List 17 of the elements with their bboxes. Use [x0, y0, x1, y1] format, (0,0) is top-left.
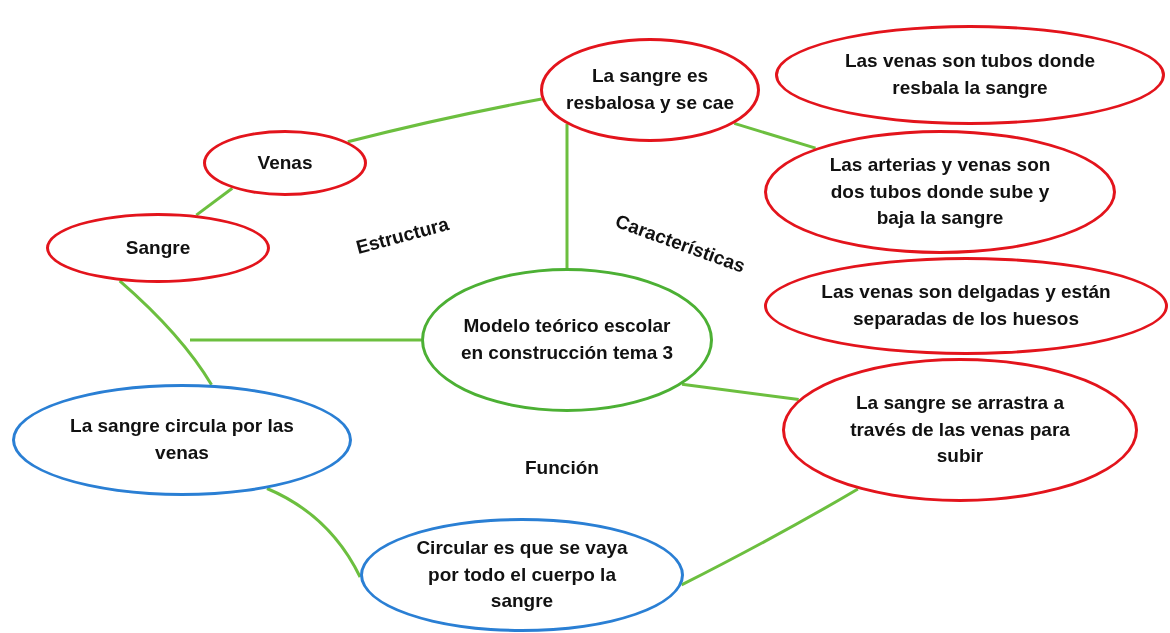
connector-line	[733, 122, 816, 150]
concept-text: Venas	[257, 150, 313, 175]
concept-text: Sangre	[125, 235, 191, 260]
connector-line	[190, 338, 421, 342]
connector-line	[681, 382, 799, 402]
connector-line	[347, 97, 542, 144]
concept-text: Modelo teórico escolar en construcción tema 3	[459, 314, 675, 365]
concept-text: Las arterias y venas son dos tubos donde sube y baja la sangre	[828, 153, 1052, 231]
concept-text: La sangre se arrastra a través de las venas para subir	[849, 391, 1071, 469]
concept-text: Circular es que se vaya por todo el cuerpo la sangre	[415, 536, 629, 614]
connector-line	[266, 487, 362, 578]
branch-label: Función	[525, 457, 599, 479]
concept-text: La sangre circula por las venas	[69, 414, 295, 465]
concept-text: Las venas son tubos donde resbala la sangre	[843, 49, 1097, 100]
concept-text: Las venas son delgadas y están separadas de los huesos	[820, 280, 1112, 331]
connector-line	[565, 124, 569, 268]
concept-text: La sangre es resbalosa y se cae	[565, 64, 735, 115]
